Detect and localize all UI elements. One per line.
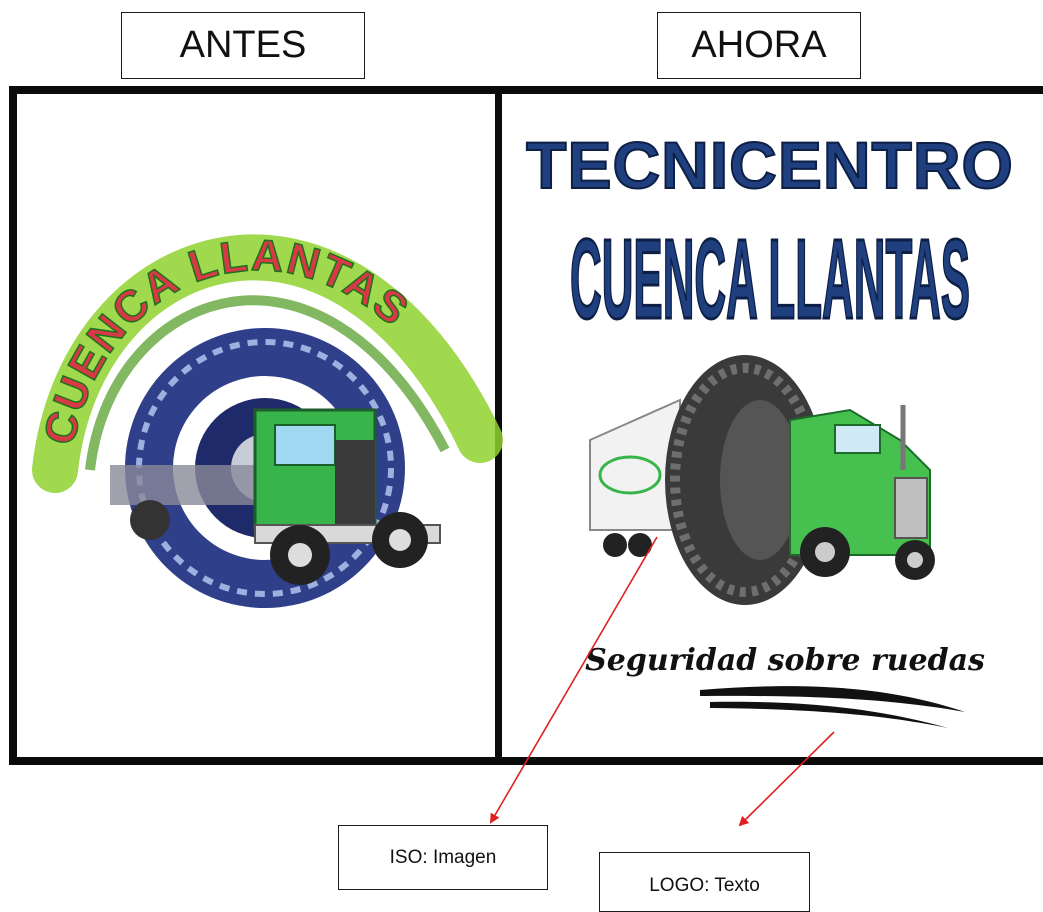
old-logo: CUENCA LLANTAS [32,230,503,608]
antes-label-box: ANTES [121,12,365,79]
logo-annotation: LOGO: Texto [649,875,760,896]
logo-arrow [738,731,835,827]
antes-label: ANTES [179,24,307,66]
iso-arrow [489,536,658,824]
ahora-label-box: AHORA [657,12,861,79]
ahora-label: AHORA [691,24,827,66]
new-logo-title-line1: TECNICENTRO [526,128,1014,202]
new-truck-icon [789,405,935,580]
new-logo: TECNICENTRO CUENCA LLANTAS Segurida [525,127,1014,728]
iso-annotation-box: ISO: Imagen [338,825,548,890]
iso-annotation: ISO: Imagen [389,846,497,868]
old-truck-icon [110,408,441,585]
logo-annotation-box: LOGO: Texto [599,852,810,912]
new-logo-slogan: Seguridad sobre ruedas [585,643,985,678]
road-swoosh-icon [700,686,965,728]
new-tire-icon [665,355,825,605]
new-logo-title-line2: CUENCA LLANTAS [570,216,970,343]
